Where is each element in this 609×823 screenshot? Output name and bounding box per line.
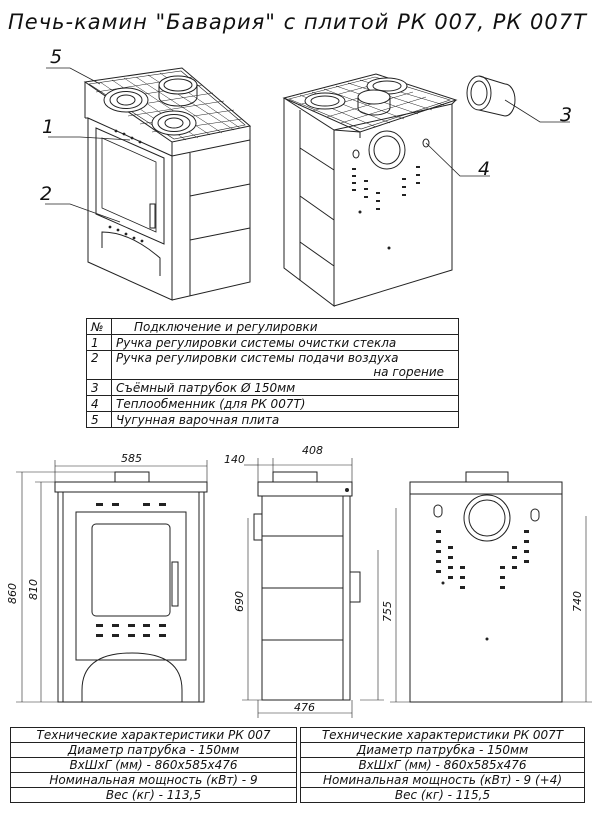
legend-row-text: Ручка регулировки системы очистки стекла [111,334,459,351]
specs-row: Диаметр патрубка - 150мм [10,742,297,758]
specs-table-rk007t: Технические характеристики РК 007Т Диаме… [300,727,585,803]
legend-row-num: 3 [86,379,112,396]
legend-row-num: 1 [86,334,112,351]
dim-back-height-right: 740 [571,591,584,612]
legend-row-text-line1: Ручка регулировки системы подачи воздуха [116,351,399,365]
specs-row: Вес (кг) - 113,5 [10,787,297,803]
specs-row: Диаметр патрубка - 150мм [300,742,585,758]
leader-lines [45,67,570,223]
specs-title: Технические характеристики РК 007Т [300,727,585,743]
legend-header: № Подключение и регулировки [86,318,459,335]
dim-back-height-left: 755 [381,601,394,622]
front-isometric-view [83,67,252,301]
callout-4: 4 [478,158,491,180]
side-view [242,458,384,718]
dim-side-pipe-to-back: 408 [302,444,323,457]
legend-row-num: 2 [86,350,112,380]
legend-row-text: Съёмный патрубок Ø 150мм [111,379,459,396]
legend-header-num: № [86,318,112,335]
dim-side-depth: 476 [294,701,315,714]
legend-row-text-line2: на горение [373,365,444,379]
legend-row: 2 Ручка регулировки системы подачи возду… [86,350,459,380]
specs-row: ВхШхГ (мм) - 860х585х476 [10,757,297,773]
front-view [16,460,208,703]
specs-row: ВхШхГ (мм) - 860х585х476 [300,757,585,773]
legend-row: 3 Съёмный патрубок Ø 150мм [86,379,459,396]
legend-row-num: 5 [86,411,112,428]
legend-row: 1 Ручка регулировки системы очистки стек… [86,334,459,351]
legend-row-text: Теплообменник (для РК 007Т) [111,395,459,412]
legend-row-text: Ручка регулировки системы подачи воздуха… [111,350,459,380]
rear-view [390,471,592,703]
dim-side-height: 690 [233,591,246,612]
legend-row: 5 Чугунная варочная плита [86,411,459,428]
removable-pipe-detail [466,75,516,117]
callout-1: 1 [42,116,55,138]
legend-row: 4 Теплообменник (для РК 007Т) [86,395,459,412]
dim-front-height: 860 [6,583,19,604]
specs-row: Номинальная мощность (кВт) - 9 (+4) [300,772,585,788]
specs-row: Номинальная мощность (кВт) - 9 [10,772,297,788]
legend-table: № Подключение и регулировки 1 Ручка регу… [86,318,459,428]
callout-3: 3 [560,104,573,126]
dim-front-width: 585 [121,452,142,465]
specs-row: Вес (кг) - 115,5 [300,787,585,803]
specs-table-rk007: Технические характеристики РК 007 Диамет… [10,727,297,803]
drawing-title: Печь-камин "Бавария" с плитой РК 007, РК… [8,10,587,34]
dim-side-pipe-offset: 140 [224,453,245,466]
legend-header-text: Подключение и регулировки [111,318,459,335]
callout-2: 2 [40,183,53,205]
specs-title: Технические характеристики РК 007 [10,727,297,743]
callout-5: 5 [50,46,63,68]
rear-isometric-view [282,73,458,308]
dim-front-inner-height: 810 [27,579,40,600]
legend-row-num: 4 [86,395,112,412]
legend-row-text: Чугунная варочная плита [111,411,459,428]
